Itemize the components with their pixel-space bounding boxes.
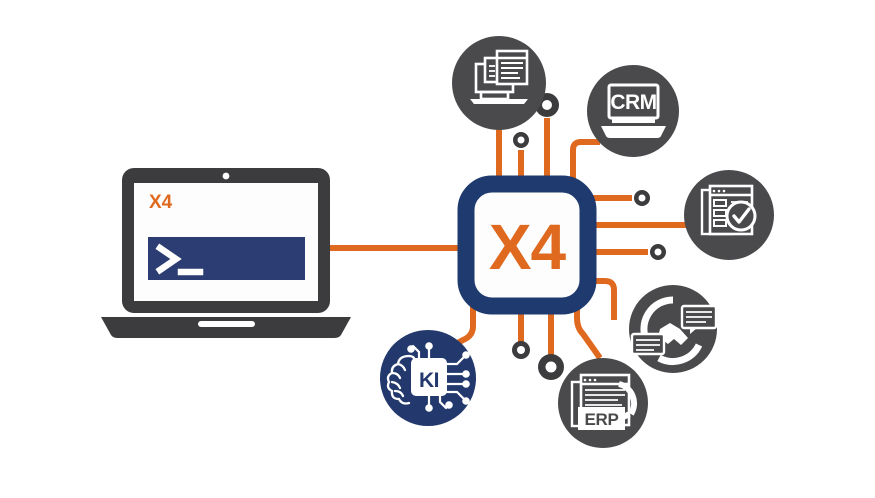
laptop-camera-icon [222,172,230,180]
trace-chip-to-erp [574,296,603,360]
laptop-base [101,317,351,338]
monitor-windows-icon [470,49,529,104]
ring-right-lower [650,244,666,260]
terminal-prompt-icon [155,243,204,276]
ki-label: KI [419,369,439,392]
x4-chip[interactable]: X4 [457,175,597,315]
erp-documents-gear-icon: ERP [570,373,638,430]
ring-bottom-large [538,354,564,380]
node-crm[interactable]: CRM [587,65,679,157]
node-erp[interactable]: ERP [558,358,648,448]
ring-bottom-small [512,341,530,359]
node-ki[interactable]: KI [380,330,476,426]
ring-right-upper [634,190,650,206]
laptop[interactable]: X4 [101,168,351,338]
node-cms[interactable] [452,36,546,130]
trace-chip-to-ki [450,296,476,349]
erp-label: ERP [584,410,618,429]
trace-chip-to-crm [570,139,600,186]
laptop-trackpad [198,321,255,327]
node-collaboration[interactable] [629,285,718,373]
laptop-logo-text: X4 [149,192,173,213]
trace-chip-to-collab [588,278,617,320]
ring-top-small [513,132,529,148]
laptop-x4-logo: X4 [149,192,173,213]
crm-label: CRM [610,91,656,114]
chip-body [457,175,597,315]
ai-brain-circuit-icon: KI [386,342,470,412]
chip-label: X4 [489,211,567,283]
document-check-icon [700,184,757,236]
node-approval[interactable] [684,170,774,260]
handshake-documents-icon [630,296,718,365]
crm-laptop-icon: CRM [601,83,666,138]
